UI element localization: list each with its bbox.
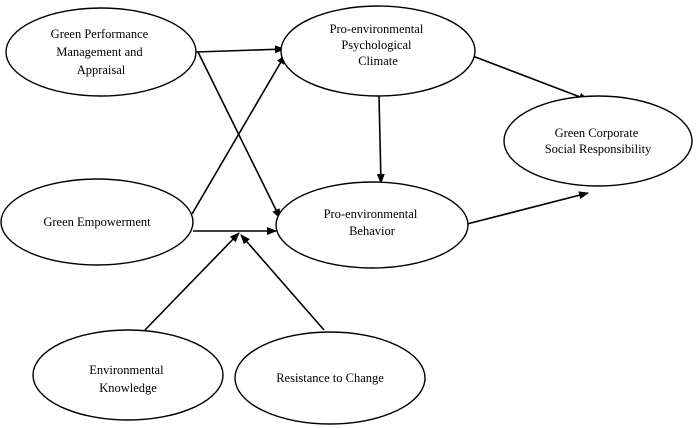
node-label-line: Psychological [341, 38, 412, 52]
node-label-line: Behavior [349, 224, 396, 238]
edge-resistance-moderation [240, 234, 325, 331]
node-pro-environmental-psychological-climate: Pro-environmental Psychological Climate [280, 5, 476, 97]
edges [144, 45, 589, 331]
svg-text:Green Empowerment: Green Empowerment [43, 215, 151, 229]
node-label-line: Green Corporate [555, 126, 639, 140]
edge-climate-to-gcsr [469, 54, 589, 101]
edge-knowledge-moderation [144, 232, 240, 331]
svg-text:Pro-environmental Behavi: Pro-environmental Behavior [324, 207, 421, 238]
node-green-corporate-social-responsibility: Green Corporate Social Responsibility [503, 95, 693, 187]
node-resistance-to-change: Resistance to Change [234, 331, 426, 425]
node-label-line: Knowledge [99, 381, 157, 395]
svg-text:Green Corporate Social R: Green Corporate Social Responsibility [545, 126, 652, 156]
node-pro-environmental-behavior: Pro-environmental Behavior [275, 181, 469, 269]
node-label-line: Management and [56, 45, 143, 59]
node-label-line: Green Empowerment [43, 215, 151, 229]
node-label-line: Appraisal [77, 63, 126, 77]
svg-text:Resistance to Change: Resistance to Change [276, 371, 384, 385]
node-label-line: Social Responsibility [545, 142, 652, 156]
node-environmental-knowledge: Environmental Knowledge [32, 329, 224, 421]
edge-climate-to-behavior [376, 95, 385, 184]
svg-text:Pro-environmental Psycho: Pro-environmental Psychological Climate [330, 22, 427, 68]
node-green-performance-management-appraisal: Green Performance Management and Apprais… [5, 7, 197, 97]
node-label-line: Resistance to Change [276, 371, 384, 385]
node-green-empowerment: Green Empowerment [0, 178, 194, 266]
svg-text:Green Performance Manage: Green Performance Management and Apprais… [51, 27, 152, 77]
node-label-line: Pro-environmental [330, 22, 424, 36]
svg-text:Environmental Knowledge: Environmental Knowledge [89, 363, 166, 395]
node-label-line: Environmental [89, 363, 164, 377]
node-label-line: Climate [358, 54, 398, 68]
edge-behavior-to-gcsr [466, 191, 589, 225]
edge-gpma-to-climate [195, 45, 285, 54]
edge-empowerment-to-climate [191, 54, 286, 215]
node-label-line: Green Performance [51, 27, 149, 41]
node-label-line: Pro-environmental [324, 207, 418, 221]
